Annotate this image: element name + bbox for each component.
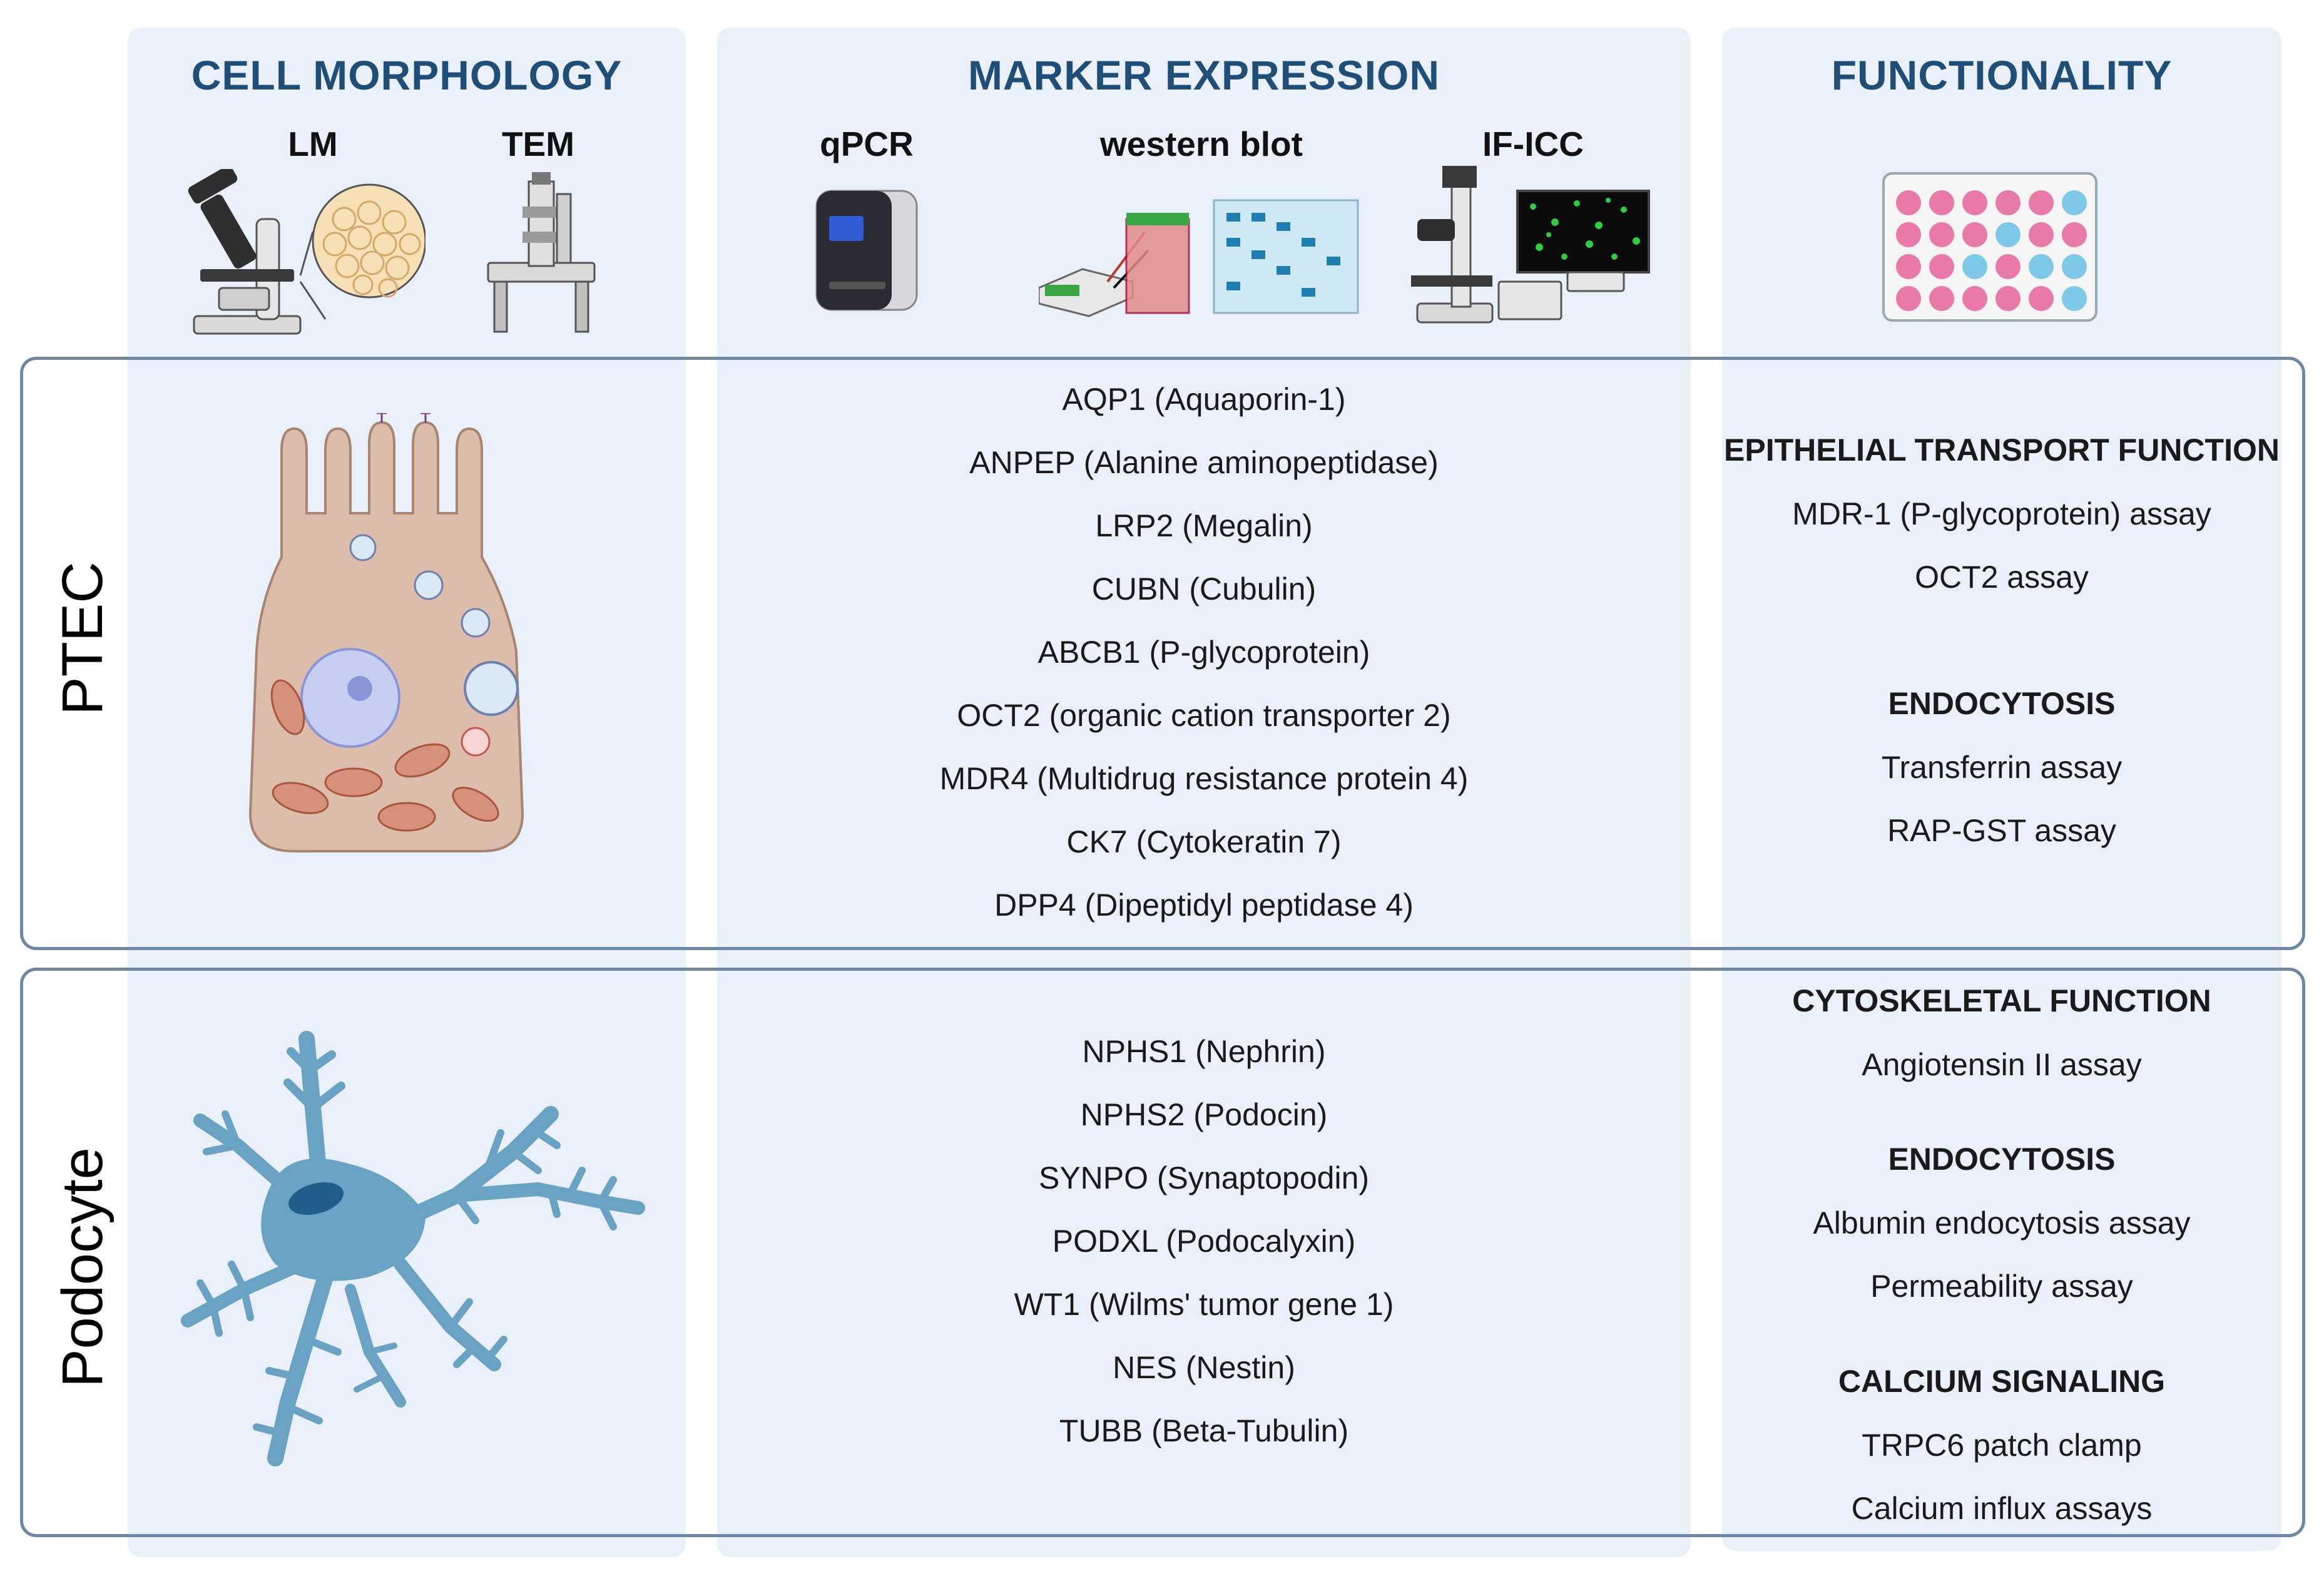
podocyte-marker-item: SYNPO (Synaptopodin) [1038, 1160, 1370, 1195]
podocyte-marker-item: NPHS1 (Nephrin) [1082, 1034, 1326, 1069]
podocyte-function-heading: CALCIUM SIGNALING [1838, 1364, 2166, 1399]
ptec-function-heading: EPITHELIAL TRANSPORT FUNCTION [1724, 432, 2280, 468]
ptec-marker-item: LRP2 (Megalin) [1095, 508, 1313, 543]
podocyte-row [20, 968, 2305, 1537]
ptec-marker-item: CUBN (Cubulin) [1091, 571, 1317, 606]
ptec-function-item: RAP-GST assay [1887, 813, 2116, 848]
marker-title: MARKER EXPRESSION [967, 52, 1440, 98]
ptec-function-item: OCT2 assay [1915, 560, 2089, 595]
ptec-function-item: MDR-1 (P-glycoprotein) assay [1792, 496, 2211, 531]
ptec-function-item: Transferrin assay [1881, 750, 2123, 785]
electron-microscope-icon [487, 172, 596, 333]
ptec-marker-item: ANPEP (Alanine aminopeptidase) [969, 445, 1439, 480]
ptec-row [20, 357, 2305, 950]
podocyte-cell-icon [181, 1031, 645, 1466]
podocyte-function-item: Permeability assay [1870, 1269, 2133, 1304]
ptec-marker-item: OCT2 (organic cation transporter 2) [957, 698, 1451, 733]
podocyte-function-item: Angiotensin II assay [1862, 1047, 2142, 1082]
podocyte-function-item: Albumin endocytosis assay [1813, 1205, 2191, 1241]
western-blot-icon [1039, 199, 1359, 317]
qpcr-machine-icon [815, 190, 918, 311]
podocyte-marker-list: NPHS1 (Nephrin) NPHS2 (Podocin) SYNPO (S… [717, 1020, 1691, 1463]
functionality-title: FUNCTIONALITY [1831, 52, 2173, 98]
morphology-title: CELL MORPHOLOGY [191, 52, 623, 98]
ptec-marker-list: AQP1 (Aquaporin-1) ANPEP (Alanine aminop… [717, 368, 1691, 937]
podocyte-label: Podocyte [51, 1147, 115, 1388]
podocyte-function-item: TRPC6 patch clamp [1862, 1428, 2142, 1463]
ptec-marker-item: ABCB1 (P-glycoprotein) [1037, 635, 1370, 670]
ptec-marker-item: CK7 (Cytokeratin 7) [1066, 824, 1342, 859]
ptec-marker-item: AQP1 (Aquaporin-1) [1062, 382, 1346, 417]
ptec-marker-item: MDR4 (Multidrug resistance protein 4) [939, 761, 1469, 796]
method-lm: LM [288, 125, 338, 163]
podocyte-marker-item: NES (Nestin) [1113, 1350, 1295, 1385]
ptec-marker-item: DPP4 (Dipeptidyl peptidase 4) [994, 888, 1414, 923]
fluorescence-microscope-icon [1411, 166, 1650, 324]
method-tem: TEM [501, 125, 575, 163]
method-western-blot: western blot [1100, 125, 1303, 163]
ptec-label: PTEC [51, 561, 115, 715]
ptec-function-heading: ENDOCYTOSIS [1888, 686, 2116, 721]
podocyte-marker-item: NPHS2 (Podocin) [1080, 1097, 1328, 1132]
method-if-icc: IF-ICC [1482, 125, 1584, 163]
podocyte-function-heading: ENDOCYTOSIS [1888, 1142, 2116, 1177]
well-plate-icon [1882, 172, 2097, 322]
podocyte-function-heading: CYTOSKELETAL FUNCTION [1792, 983, 2211, 1018]
podocyte-function-item: Calcium influx assays [1851, 1491, 2153, 1526]
podocyte-marker-item: TUBB (Beta-Tubulin) [1059, 1413, 1349, 1448]
podocyte-marker-item: WT1 (Wilms' tumor gene 1) [1014, 1287, 1394, 1322]
ptec-cell-icon [248, 413, 524, 852]
podocyte-marker-item: PODXL (Podocalyxin) [1052, 1224, 1356, 1259]
method-qpcr: qPCR [820, 125, 914, 163]
light-microscope-icon [188, 169, 426, 335]
